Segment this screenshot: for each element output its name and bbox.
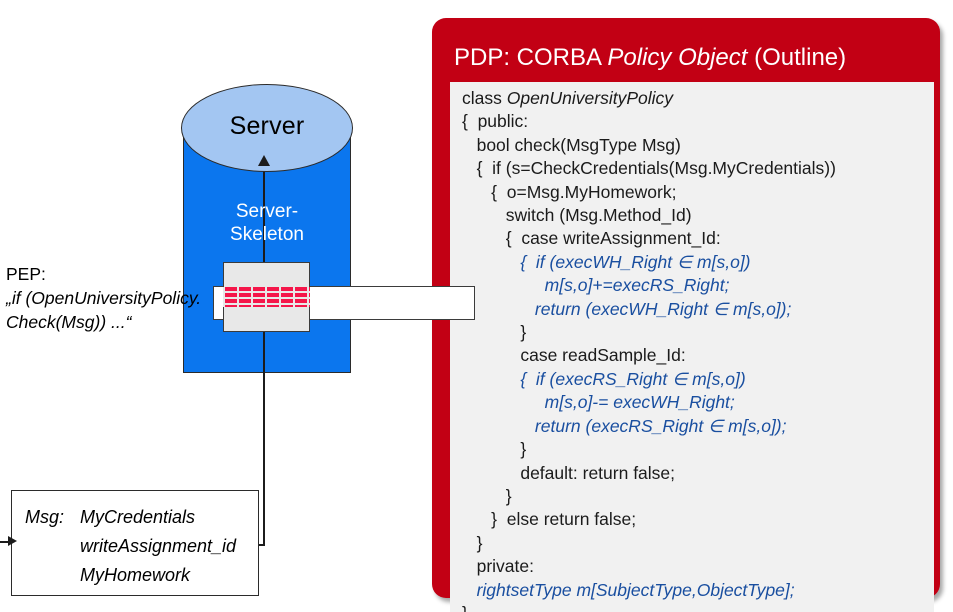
code-keyword: class: [462, 88, 507, 108]
message-flow-arrow-head: [258, 155, 270, 166]
code-line: }: [462, 485, 512, 506]
code-line: }: [462, 439, 527, 460]
message-value-credentials: MyCredentials: [80, 507, 196, 527]
policy-code-lines: class OpenUniversityPolicy{ public: bool…: [462, 87, 932, 612]
incoming-message-arrow-line: [0, 541, 12, 543]
code-line: { if (s=CheckCredentials(Msg.MyCredentia…: [462, 158, 836, 179]
code-line: { case writeAssignment_Id:: [462, 228, 721, 249]
code-line: private:: [462, 556, 534, 577]
pep-quote-line2: Check(Msg)) ...“: [6, 312, 132, 332]
message-value-object: MyHomework: [80, 565, 191, 585]
code-line: }: [462, 532, 483, 553]
code-line: case readSample_Id:: [462, 345, 686, 366]
code-line: switch (Msg.Method_Id): [462, 205, 692, 226]
pdp-title-suffix: (Outline): [747, 44, 847, 71]
server-label: Server: [229, 112, 305, 140]
pdp-policy-object-panel: PDP: CORBA Policy Object (Outline) class…: [432, 18, 940, 612]
code-line: }: [462, 602, 932, 612]
code-line: default: return false;: [462, 462, 676, 483]
server-skeleton-label: Server- Skeleton: [183, 200, 351, 246]
code-line: } else return false;: [462, 509, 637, 530]
pep-title: PEP:: [6, 264, 46, 284]
incoming-message-arrow-head: [8, 536, 17, 546]
code-line: { if (execWH_Right ∈ m[s,o]): [462, 251, 751, 272]
pdp-panel-title: PDP: CORBA Policy Object (Outline): [454, 44, 846, 72]
code-line: class OpenUniversityPolicy: [462, 87, 932, 110]
code-line: { if (execRS_Right ∈ m[s,o]): [462, 368, 746, 389]
server-skeleton-label-line1: Server-: [235, 201, 299, 222]
code-line: { o=Msg.MyHomework;: [462, 181, 677, 202]
message-value-method: writeAssignment_id: [80, 536, 237, 556]
message-flow-arrow-line: [263, 160, 265, 545]
policy-code-panel: class OpenUniversityPolicy{ public: bool…: [450, 82, 934, 612]
code-line: }: [462, 322, 527, 343]
server-skeleton-label-line2: Skeleton: [230, 224, 304, 245]
pdp-title-italic: Policy Object: [607, 44, 748, 71]
code-line: m[s,o]-= execWH_Right;: [462, 392, 735, 413]
pdp-title-prefix: PDP: CORBA: [454, 44, 608, 71]
message-box: Msg: MyCredentials writeAssignment_id My…: [11, 490, 259, 596]
firewall-bricks-icon: [223, 287, 310, 307]
pep-quote-line1: „if (OpenUniversityPolicy.: [6, 288, 202, 308]
architecture-diagram: Server Server- Skeleton PEP: „if (OpenUn…: [0, 0, 475, 606]
code-line: rightsetType m[SubjectType,ObjectType];: [462, 579, 795, 600]
firewall-icon-wrapper: [223, 262, 310, 332]
code-line: m[s,o]+=execRS_Right;: [462, 275, 730, 296]
code-class-name: OpenUniversityPolicy: [506, 88, 674, 108]
code-line: { public:: [462, 111, 529, 132]
code-line: bool check(MsgType Msg): [462, 134, 681, 155]
code-line: return (execWH_Right ∈ m[s,o]);: [462, 298, 792, 319]
message-label: Msg:: [25, 507, 65, 527]
pep-annotation: PEP: „if (OpenUniversityPolicy. Check(Ms…: [6, 262, 236, 334]
code-line: return (execRS_Right ∈ m[s,o]);: [462, 415, 787, 436]
